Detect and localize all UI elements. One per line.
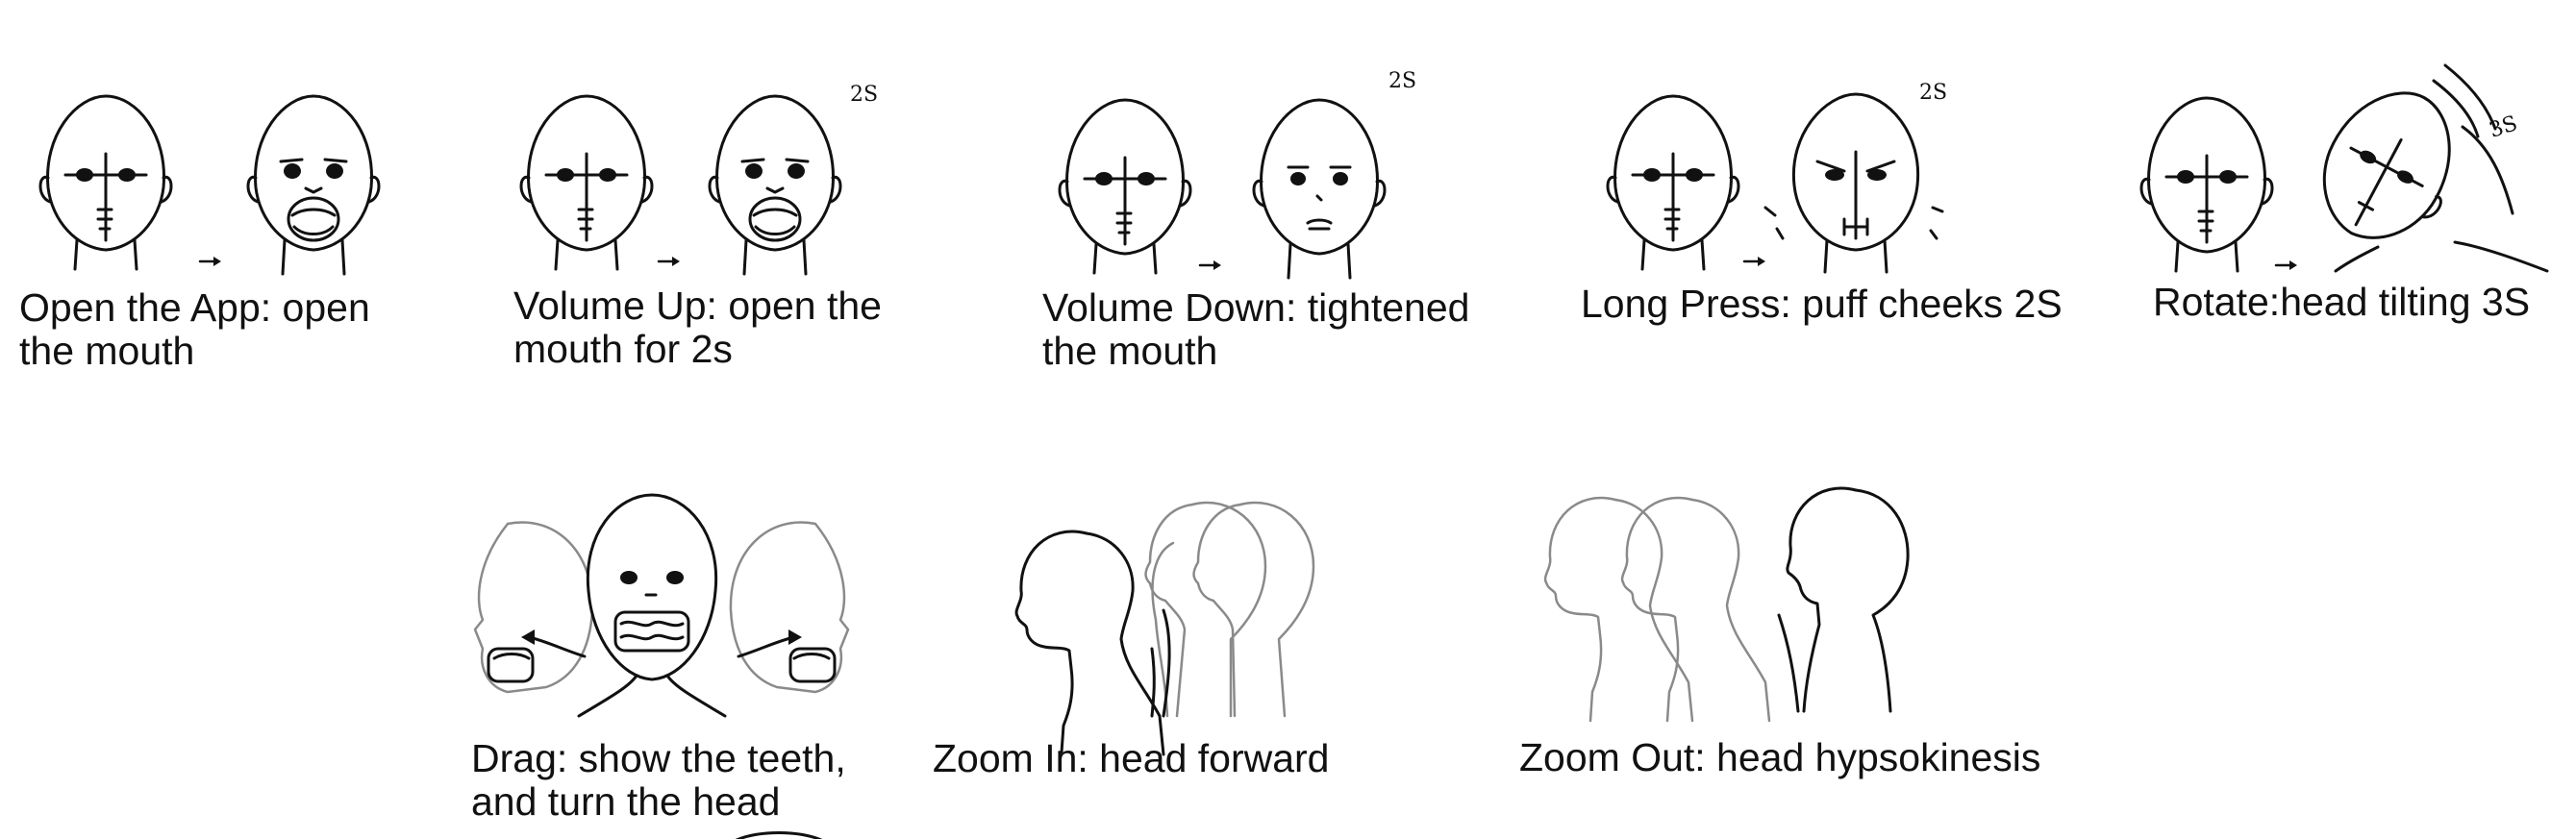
volume-up-caption: Volume Up: open the mouth for 2s [513,284,882,371]
drag-caption: Drag: show the teeth, and turn the head [471,737,846,824]
volume-up-caption-line1: Volume Up: open the [513,284,882,328]
long-press-caption: Long Press: puff cheeks 2S [1581,283,2063,326]
long-press-duration: 2S [1919,81,1948,105]
rotate-illustration [2139,63,2549,273]
volume-down-illustration [1058,98,1387,280]
zoom-in-caption: Zoom In: head forward [933,737,1329,780]
gesture-rotate: 3S Rotate:head tilting 3S [2139,63,2572,384]
drag-illustration [473,493,850,718]
volume-down-duration: 2S [1388,69,1417,93]
zoom-out-caption: Zoom Out: head hypsokinesis [1519,736,2040,779]
long-press-caption-line1: Long Press: puff cheeks 2S [1581,282,2063,326]
drag-caption-line2: and turn the head [471,779,781,824]
open-app-caption: Open the App: open the mouth [19,286,370,373]
gesture-drag: Drag: show the teeth, and turn the head [460,485,863,839]
zoom-out-caption-line1: Zoom Out: head hypsokinesis [1519,735,2041,779]
open-app-caption-line2: the mouth [19,329,195,373]
gesture-volume-up: 2S Volume Up: open the mouth for 2s [513,83,942,394]
zoom-in-caption-line1: Zoom In: head forward [933,736,1330,780]
zoom-out-illustration [1543,486,1910,723]
rotate-caption: Rotate:head tilting 3S [2153,281,2530,324]
long-press-illustration [1606,92,1944,274]
volume-down-caption-line1: Volume Down: tightened [1042,285,1470,330]
gesture-volume-down: 2S Volume Down: tightened the mouth [1042,69,1500,394]
gesture-open-app: Open the App: open the mouth [19,86,433,394]
open-app-illustration [38,94,381,276]
volume-up-illustration [519,94,842,276]
open-app-caption-line1: Open the App: open [19,285,370,330]
rotate-caption-line1: Rotate:head tilting 3S [2153,280,2531,324]
volume-down-caption: Volume Down: tightened the mouth [1042,286,1469,373]
volume-up-caption-line2: mouth for 2s [513,327,733,371]
gesture-long-press: 2S Long Press: puff cheeks 2S [1581,81,2067,394]
gesture-zoom-in: Zoom In: head forward [933,485,1375,780]
drag-caption-line1: Drag: show the teeth, [471,736,846,780]
volume-down-caption-line2: the mouth [1042,329,1218,373]
volume-up-duration: 2S [850,83,879,107]
zoom-in-illustration [1014,501,1315,756]
partial-arc-shape [735,831,823,839]
gesture-zoom-out: Zoom Out: head hypsokinesis [1519,481,2058,779]
